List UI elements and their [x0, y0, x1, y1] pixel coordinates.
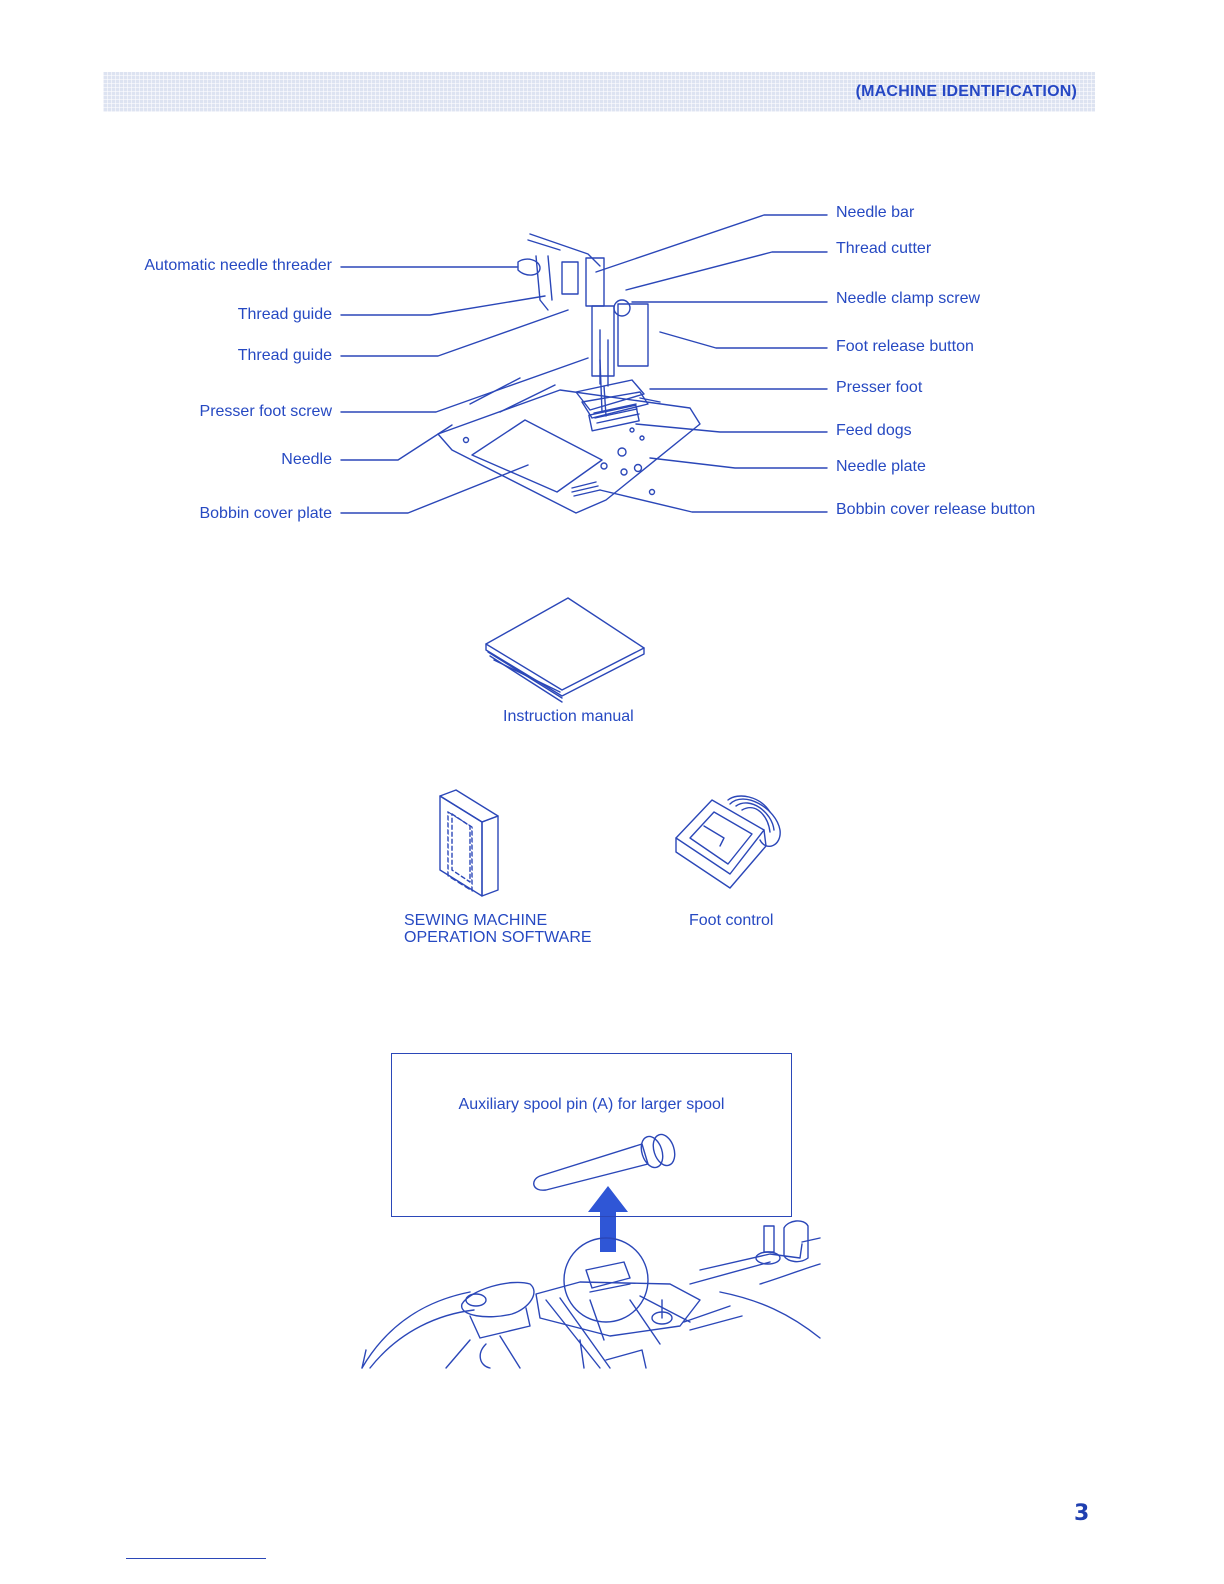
foot-control-drawing: [675, 795, 781, 889]
page-number: 3: [1074, 1501, 1090, 1526]
auxiliary-spool-pin-box: Auxiliary spool pin (A) for larger spool: [391, 1053, 792, 1217]
up-arrow-icon: [588, 1186, 628, 1252]
label-automatic-needle-threader: Automatic needle threader: [144, 257, 332, 274]
footer-rule: [126, 1558, 266, 1559]
leader-lines-right: [595, 214, 828, 513]
caption-software-line1: SEWING MACHINE: [404, 912, 548, 929]
label-needle: Needle: [281, 451, 332, 468]
label-needle-bar: Needle bar: [836, 204, 915, 221]
caption-software-line2: OPERATION SOFTWARE: [404, 929, 592, 946]
caption-instruction-manual: Instruction manual: [503, 708, 634, 725]
label-bobbin-cover-plate: Bobbin cover plate: [199, 505, 332, 522]
label-foot-release-button: Foot release button: [836, 338, 974, 355]
section-header-bar: (MACHINE IDENTIFICATION): [103, 72, 1095, 112]
leader-lines-left: [340, 266, 589, 514]
label-needle-clamp-screw: Needle clamp screw: [836, 290, 981, 307]
section-title: (MACHINE IDENTIFICATION): [855, 83, 1077, 100]
auxiliary-spool-pin-label: Auxiliary spool pin (A) for larger spool: [458, 1096, 725, 1113]
machine-top-drawing: [361, 1220, 821, 1369]
label-bobbin-cover-release-button: Bobbin cover release button: [836, 501, 1036, 518]
instruction-manual-drawing: [485, 597, 645, 703]
label-thread-guide-lower: Thread guide: [237, 347, 332, 364]
label-thread-guide-upper: Thread guide: [237, 306, 332, 323]
spool-pin-drawing: [533, 1133, 676, 1191]
software-box-drawing: [439, 789, 499, 897]
label-presser-foot: Presser foot: [836, 379, 923, 396]
sewing-head-drawing: [437, 233, 701, 514]
label-needle-plate: Needle plate: [836, 458, 926, 475]
caption-foot-control: Foot control: [689, 912, 774, 929]
label-thread-cutter: Thread cutter: [836, 240, 932, 257]
label-presser-foot-screw: Presser foot screw: [199, 403, 332, 420]
label-feed-dogs: Feed dogs: [836, 422, 912, 439]
